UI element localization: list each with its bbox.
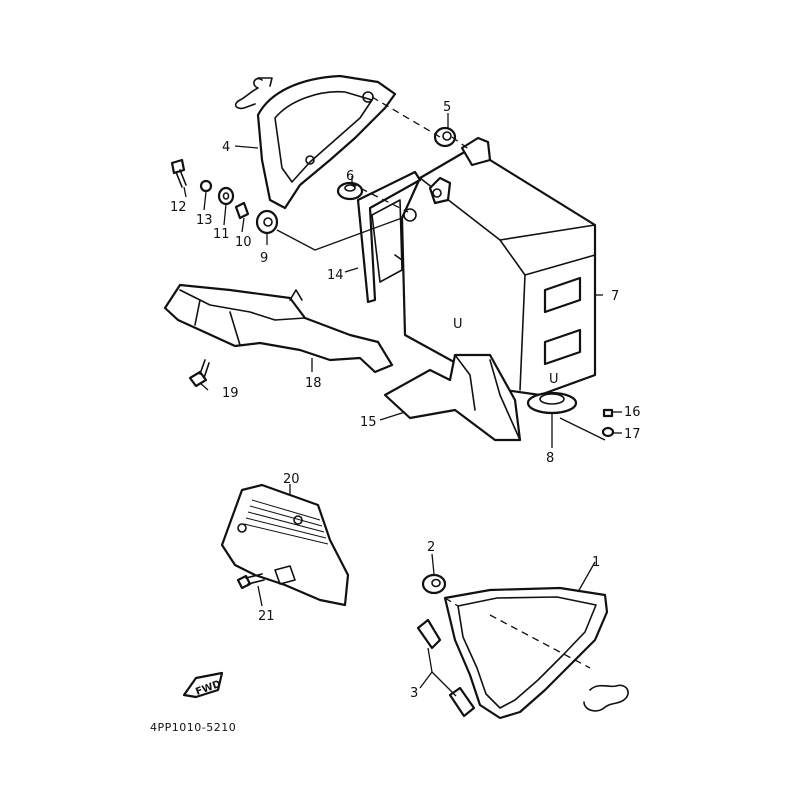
- part-15-lower-bracket: [383, 353, 522, 442]
- part-21-bolt: [236, 573, 265, 590]
- part-19-bolt: [188, 359, 210, 388]
- callout-18: 18: [305, 376, 322, 391]
- callout-7: 7: [611, 289, 619, 304]
- callout-11: 11: [213, 227, 230, 242]
- part-6-grommet: [336, 181, 364, 201]
- part-8-damper: [526, 391, 578, 415]
- part-20-lower-cover: [220, 483, 350, 607]
- callout-16: 16: [624, 405, 641, 420]
- callout-4: 4: [222, 140, 230, 155]
- part-10-collar: [234, 201, 250, 220]
- callout-15: 15: [360, 415, 377, 430]
- part-17-washer: [601, 426, 615, 438]
- part-9-grommet: [255, 209, 279, 235]
- part-11-washer: [217, 186, 235, 206]
- callout-3: 3: [410, 686, 418, 701]
- callout-9: 9: [260, 251, 268, 266]
- callout-17: 17: [624, 427, 641, 442]
- callout-5: 5: [443, 100, 451, 115]
- callout-numbers: 4 5 6 7 8 9 10 11 12 13 14 15 16 17 18 1…: [170, 100, 641, 701]
- svg-text:U: U: [453, 317, 463, 332]
- part-18-tray: [163, 283, 394, 374]
- callout-12: 12: [170, 200, 187, 215]
- part-14-bracket: [356, 170, 422, 304]
- part-13-nut: [199, 179, 213, 193]
- part-7-battery-box: U U: [400, 136, 597, 397]
- callout-10: 10: [235, 235, 252, 250]
- callout-21: 21: [258, 609, 275, 624]
- callout-1: 1: [592, 555, 600, 570]
- part-2-grommet: [421, 573, 447, 595]
- part-4-side-cover: [234, 74, 397, 210]
- part-1-side-cover: [443, 586, 629, 720]
- callout-13: 13: [196, 213, 213, 228]
- part-12-bolt: [170, 158, 187, 188]
- fwd-arrow-icon: FWD: [182, 671, 224, 699]
- part-3-pads: [416, 618, 476, 718]
- callout-20: 20: [283, 472, 300, 487]
- svg-text:U: U: [549, 372, 559, 387]
- callout-8: 8: [546, 451, 554, 466]
- callout-14: 14: [327, 268, 344, 283]
- part-16-screw: [602, 408, 614, 418]
- callout-6: 6: [346, 169, 354, 184]
- leader-lines: [183, 113, 622, 697]
- callout-2: 2: [427, 540, 435, 555]
- part-5-grommet: [433, 126, 457, 148]
- diagram-code: 4PP1010-5210: [150, 721, 236, 734]
- callout-19: 19: [222, 386, 239, 401]
- assembly-dashed-lines: [349, 96, 591, 669]
